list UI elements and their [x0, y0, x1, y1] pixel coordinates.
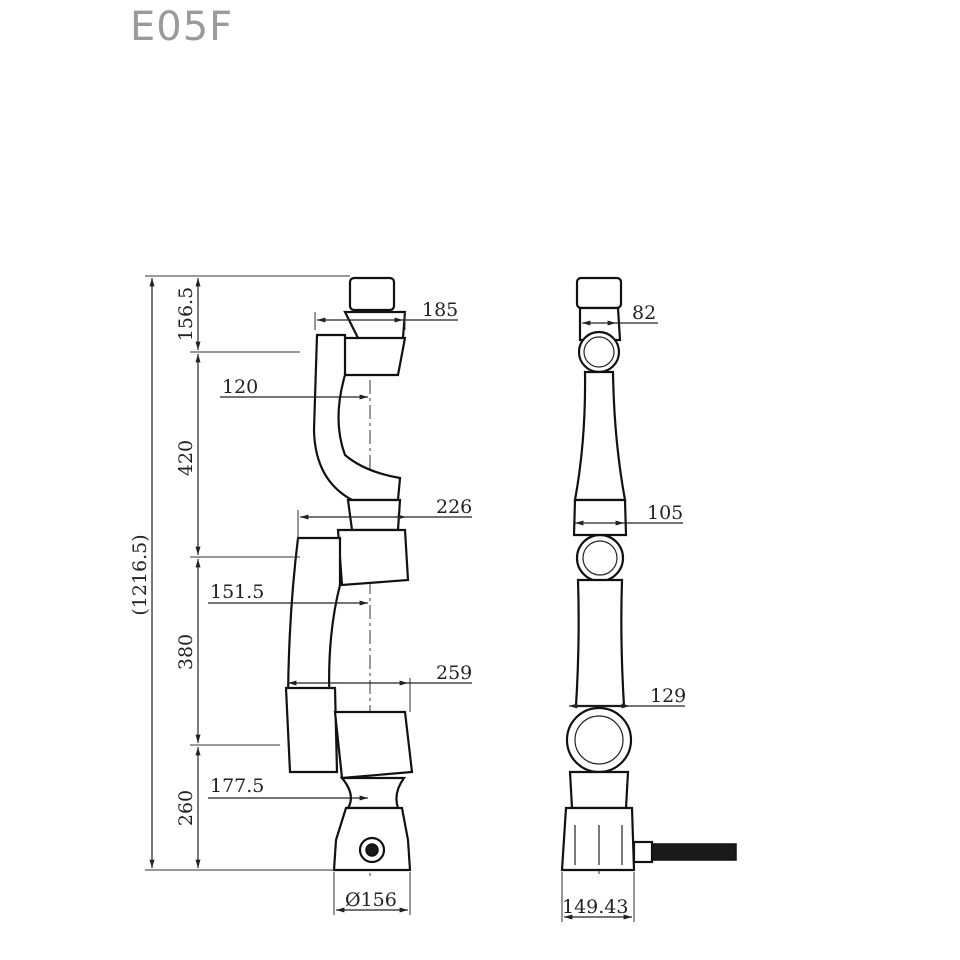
side-base-stem [568, 770, 630, 810]
overall-height-label: (1216.5) [129, 534, 151, 615]
front-view [284, 276, 414, 880]
front-wrist-body [338, 336, 407, 377]
side-wrist-joint-inner [583, 336, 615, 368]
width-129-label: 129 [650, 685, 686, 707]
diagram-title: E05F [130, 4, 234, 50]
dim-offsets: 185 120 226 151.5 259 177.5 Ø156 [208, 299, 472, 915]
side-cable-connector [632, 840, 654, 864]
front-forearm [312, 333, 402, 502]
base-diameter-label: Ø156 [345, 889, 397, 911]
side-dims: 82 105 129 149.43 [561, 302, 686, 922]
offset-151-5-label: 151.5 [210, 581, 264, 603]
dim-overall-height: (1216.5) [129, 275, 350, 871]
front-shoulder-joint [333, 710, 414, 780]
side-cable [651, 843, 737, 861]
offset-259-label: 259 [436, 662, 472, 684]
side-base-width-label: 149.43 [562, 896, 628, 918]
side-elbow-joint-inner [582, 540, 618, 576]
width-105-label: 105 [647, 502, 683, 524]
front-tool-flange [348, 276, 396, 312]
seg-middle-label: 380 [175, 634, 197, 670]
front-shoulder-link [284, 686, 339, 774]
front-elbow-cap [346, 498, 402, 532]
offset-185-label: 185 [422, 299, 458, 321]
side-upper-arm [574, 578, 626, 708]
side-forearm [573, 370, 627, 502]
width-82-label: 82 [632, 302, 656, 324]
side-elbow-cap [572, 498, 628, 537]
seg-base-label: 260 [175, 790, 197, 826]
side-tool-flange [575, 276, 623, 310]
offset-120-label: 120 [222, 376, 258, 398]
front-elbow-joint [336, 528, 410, 587]
front-upper-arm [286, 536, 342, 712]
seg-top-label: 156.5 [175, 287, 197, 341]
side-view [560, 276, 737, 875]
front-connector-port-inner [365, 843, 379, 857]
side-shoulder-joint-inner [574, 715, 624, 765]
seg-upper-label: 420 [175, 440, 197, 476]
side-elbow-joint [575, 533, 625, 583]
offset-177-5-label: 177.5 [210, 775, 264, 797]
front-base-stem [339, 776, 407, 810]
side-shoulder-joint [565, 706, 633, 774]
offset-226-label: 226 [436, 496, 472, 518]
side-wrist-joint [577, 330, 621, 374]
dim-segments: 156.5 420 380 260 [175, 278, 300, 868]
side-base [560, 806, 636, 872]
